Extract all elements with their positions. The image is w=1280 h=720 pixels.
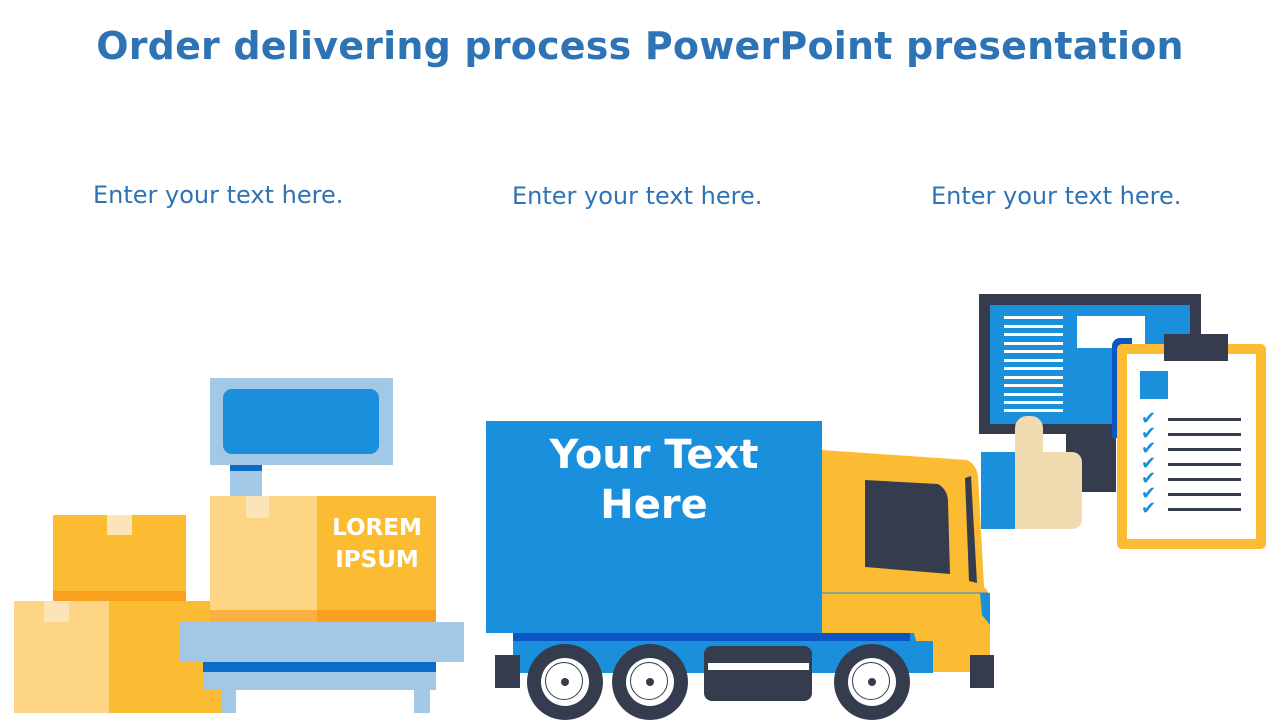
- truck-cab-icon: [820, 450, 990, 672]
- truck-text-box[interactable]: Your Text Here: [486, 430, 822, 530]
- caption-1[interactable]: Enter your text here.: [93, 181, 344, 209]
- truck-wheel-1: [527, 644, 603, 720]
- caption-3[interactable]: Enter your text here.: [931, 182, 1182, 210]
- truck-wheel-3: [834, 644, 910, 720]
- scale-label-line-1: LOREM: [332, 515, 422, 541]
- scale-box-label[interactable]: LOREM IPSUM: [318, 512, 436, 576]
- scale-label-line-2: IPSUM: [335, 547, 419, 573]
- truck-text-line-1: Your Text: [549, 432, 759, 478]
- caption-2[interactable]: Enter your text here.: [512, 182, 763, 210]
- truck-text-line-2: Here: [600, 482, 708, 528]
- slide-title: Order delivering process PowerPoint pres…: [96, 24, 1184, 68]
- truck-wheel-2: [612, 644, 688, 720]
